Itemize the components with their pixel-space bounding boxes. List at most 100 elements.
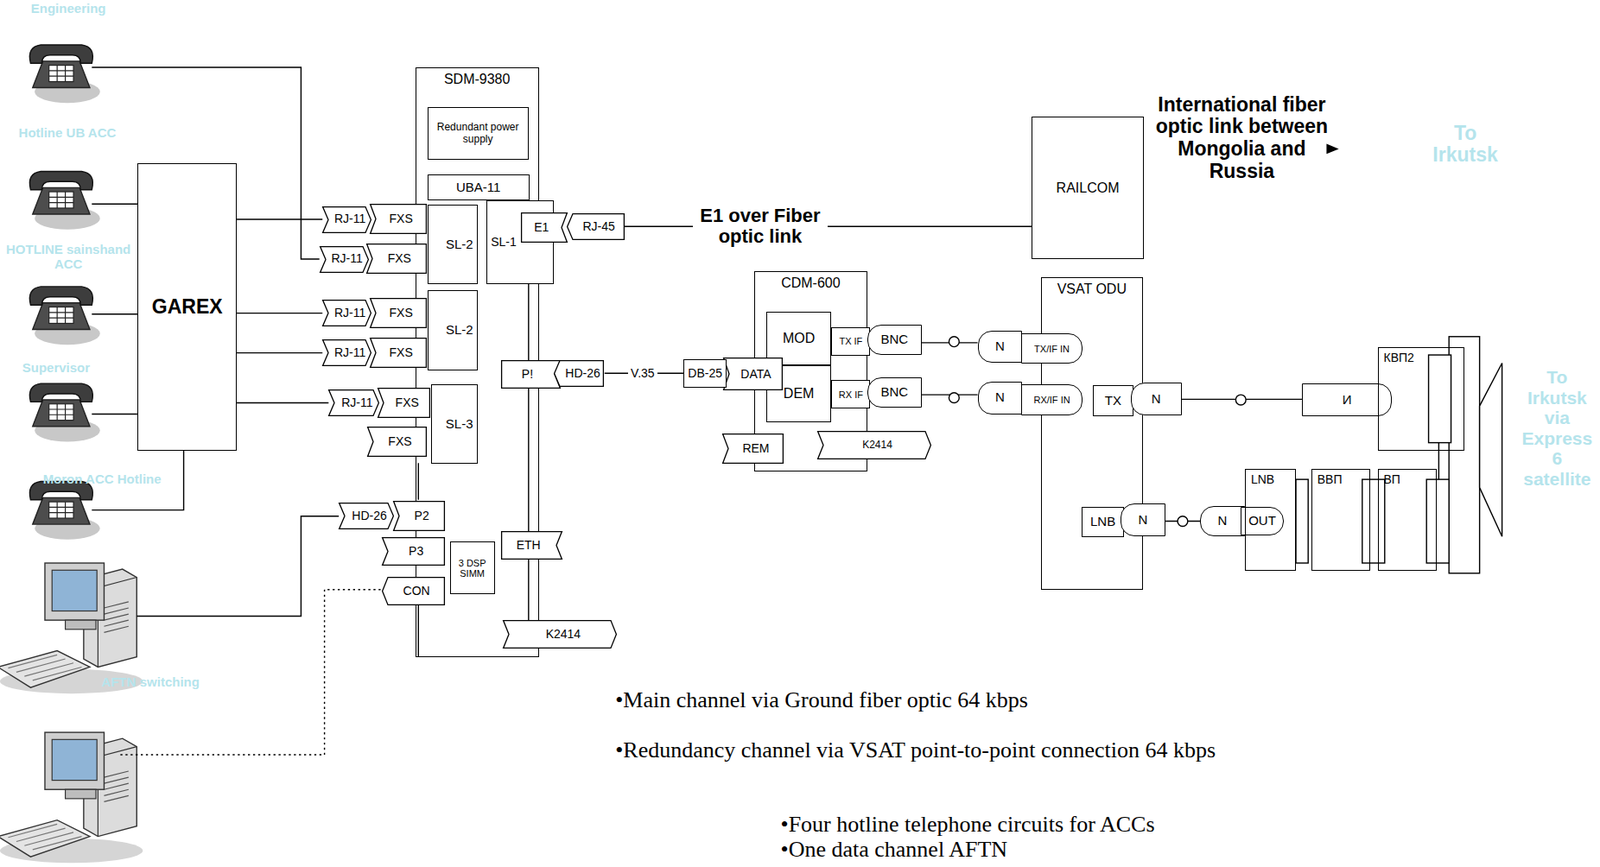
component-box: RX IF bbox=[831, 380, 870, 409]
connector-port: CON bbox=[381, 577, 445, 606]
computer-symbol bbox=[0, 732, 143, 864]
node-label: И bbox=[1342, 393, 1353, 408]
connector-port: P3 bbox=[381, 537, 445, 566]
edge-label: V.35 bbox=[628, 366, 658, 381]
node-label: N bbox=[1137, 513, 1148, 528]
connector-port: P! bbox=[501, 360, 561, 389]
component-box: КВП2 bbox=[1377, 347, 1465, 451]
node-label: RX/IF IN bbox=[1033, 394, 1070, 406]
node-label: N bbox=[995, 339, 1005, 355]
connector-outline bbox=[369, 298, 426, 328]
node-label: TX IF bbox=[838, 336, 863, 347]
connector-port: REM bbox=[722, 433, 784, 464]
connector-port: RJ-11 bbox=[322, 339, 372, 367]
connector-line bbox=[236, 218, 323, 220]
connector-port: P2 bbox=[393, 501, 445, 532]
node-label: E1 bbox=[533, 221, 549, 235]
node-label: RX IF bbox=[838, 389, 864, 400]
connector-outline bbox=[521, 213, 568, 243]
connector-outline bbox=[323, 300, 372, 327]
node-label: FXS bbox=[389, 212, 413, 226]
connector-outline bbox=[554, 361, 604, 388]
node-label: N bbox=[995, 390, 1005, 406]
node-label: HD-26 bbox=[351, 509, 387, 523]
node-label: BNC bbox=[880, 385, 908, 400]
connector-port: RX/IF IN bbox=[1021, 384, 1083, 415]
connector-port: RJ-45 bbox=[566, 213, 625, 241]
telephone-symbol bbox=[29, 286, 100, 345]
edge-label: E1 over Fiber optic link bbox=[692, 204, 828, 248]
node-label: ETH bbox=[516, 539, 541, 553]
component-box: GAREX bbox=[137, 163, 237, 451]
node-label: SL-1 bbox=[490, 235, 517, 249]
connector-port: FXS bbox=[369, 298, 427, 329]
connector-port: FXS bbox=[369, 203, 427, 235]
connector-port: HD-26 bbox=[553, 360, 604, 388]
component-box: SDM-9380Redundant power supplyUBA-11SL-2… bbox=[415, 67, 540, 658]
connector-outline bbox=[381, 538, 445, 566]
component-box: RAILCOM bbox=[1031, 116, 1144, 260]
note-text: •Main channel via Ground fiber optic 64 … bbox=[615, 688, 1391, 712]
antenna bbox=[1295, 336, 1503, 574]
node-label: N bbox=[1151, 392, 1162, 407]
component-box: TX IF bbox=[831, 327, 870, 356]
connector-port: FXS bbox=[369, 337, 427, 369]
caption-label: Supervisor bbox=[10, 361, 102, 376]
connector-line bbox=[624, 225, 1032, 227]
connector-line bbox=[236, 352, 323, 354]
node-label: REM bbox=[742, 442, 769, 456]
node-label: MOD bbox=[782, 330, 815, 347]
node-label: OUT bbox=[1248, 514, 1277, 529]
component-box: UBA-11 bbox=[427, 174, 530, 202]
connector-outline bbox=[381, 577, 445, 606]
node-label: P! bbox=[521, 368, 534, 381]
node-label: ВВП bbox=[1317, 473, 1343, 487]
component-box: DB-25 bbox=[683, 359, 727, 388]
node-label: FXS bbox=[395, 396, 420, 410]
node-label: TX/IF IN bbox=[1034, 343, 1070, 355]
caption-label: To Irkutsk bbox=[1428, 122, 1503, 168]
connector-outline bbox=[501, 360, 560, 388]
telephone-symbol bbox=[29, 171, 100, 229]
component-box: ВП bbox=[1377, 469, 1438, 572]
component-box: SL-2 bbox=[427, 290, 478, 370]
connector-port: K2414 bbox=[502, 620, 617, 649]
connector-outline bbox=[817, 431, 931, 460]
component-box: 3 DSP SIMM bbox=[450, 541, 496, 595]
connector-outline bbox=[378, 387, 431, 418]
connector-line bbox=[236, 312, 323, 314]
connector-port: FXS bbox=[366, 243, 427, 274]
node-label: RJ-45 bbox=[582, 220, 615, 234]
node-label: HD-26 bbox=[565, 367, 600, 381]
node-label: DATA bbox=[740, 368, 771, 381]
connector-port: FXS bbox=[367, 426, 427, 458]
node-label: RAILCOM bbox=[1056, 180, 1120, 197]
node-label: SDM-9380 bbox=[444, 71, 510, 88]
connector-port: N bbox=[1200, 506, 1245, 537]
caption-label: Moron ACC Hotline bbox=[30, 472, 173, 488]
connector-outline bbox=[566, 213, 624, 240]
component-box: SL-2 bbox=[427, 204, 478, 285]
node-label: N bbox=[1218, 514, 1228, 529]
connector-port: N bbox=[1120, 503, 1166, 537]
node-label: CON bbox=[403, 584, 431, 598]
component-box: SL-3 bbox=[431, 384, 477, 464]
component-box: SL-1 E1 bbox=[486, 200, 554, 285]
phone-wires bbox=[91, 67, 529, 756]
connector-port: RJ-11 bbox=[328, 389, 380, 417]
connector-outline bbox=[369, 338, 426, 369]
node-label: DB-25 bbox=[687, 367, 723, 381]
connector-outline bbox=[723, 358, 783, 391]
connector-line bbox=[236, 402, 329, 404]
node-label: UBA-11 bbox=[456, 180, 501, 196]
connector-port: DATA bbox=[723, 357, 783, 391]
component-box: TX bbox=[1092, 385, 1134, 416]
connector-port: ETH bbox=[501, 531, 563, 560]
node-label: GAREX bbox=[152, 296, 223, 318]
component-box: LNB bbox=[1244, 469, 1296, 572]
connector-outline bbox=[323, 206, 372, 233]
connector-port: N bbox=[977, 381, 1023, 415]
connector-outline bbox=[367, 244, 427, 274]
note-text: •One data channel AFTN bbox=[780, 838, 1496, 862]
